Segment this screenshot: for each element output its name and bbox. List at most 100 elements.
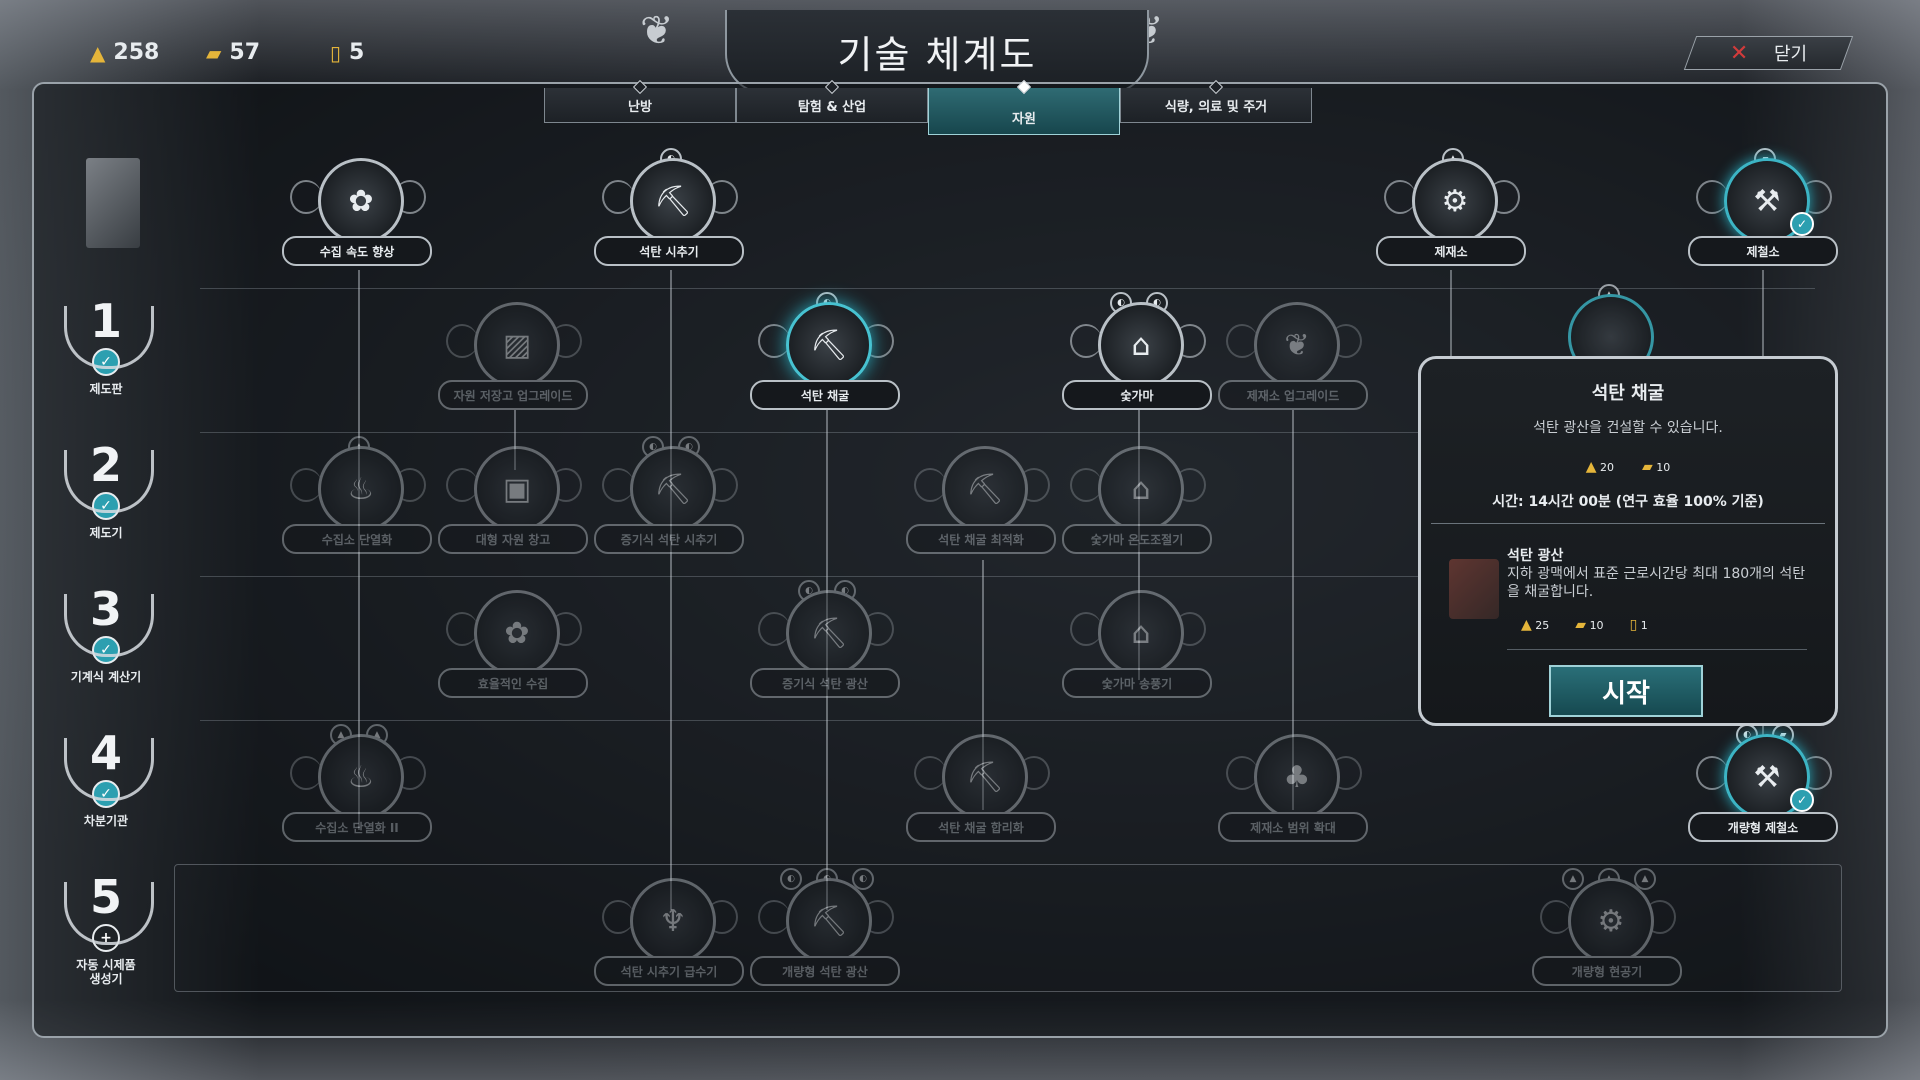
tech-node-sawmill[interactable]: ▲ ⚙ 제재소 — [1372, 148, 1532, 278]
wing-ornament-icon — [914, 468, 946, 502]
tier-label: 제도기 — [89, 526, 123, 540]
building-name: 석탄 광산 — [1507, 548, 1564, 564]
resource-steel-value: 5 — [349, 40, 365, 65]
tech-detail-popup: 석탄 채굴 석탄 광산을 건설할 수 있습니다. ▲ 20 ▰ 10 시간: 1… — [1418, 356, 1838, 726]
tab-food-medical-housing[interactable]: 식량, 의료 및 주거 — [1120, 79, 1312, 123]
close-button[interactable]: ✕ 닫기 — [1683, 36, 1854, 70]
pickaxe-icon: ⛏ — [942, 446, 1028, 532]
tech-node-improved-steelworks[interactable]: ◐ ▰ ⚒ ✓ 개량형 제철소 — [1684, 724, 1844, 854]
connector — [1292, 410, 1294, 810]
tech-node-coal-thumper[interactable]: ◐ ⛏ 석탄 시추기 — [590, 148, 750, 278]
tech-node-gathering-speed[interactable]: ✿ 수집 속도 향상 — [278, 158, 438, 278]
cost-value: 25 — [1535, 619, 1550, 632]
wing-ornament-icon — [706, 468, 738, 502]
tab-label: 식량, 의료 및 주거 — [1164, 99, 1268, 115]
tab-heating[interactable]: 난방 — [544, 79, 736, 123]
wing-ornament-icon — [290, 180, 322, 214]
tech-node-kiln-thermostat[interactable]: ⌂ 숯가마 온도조절기 — [1058, 446, 1218, 566]
row-divider — [200, 432, 1815, 433]
wreath-icon — [64, 594, 154, 657]
wing-ornament-icon — [394, 756, 426, 790]
tier-label: 기계식 계산기 — [70, 670, 142, 684]
wing-ornament-icon — [862, 900, 894, 934]
tier-label: 제도판 — [89, 382, 123, 396]
connector — [514, 410, 516, 470]
wreath-icon — [64, 882, 154, 945]
coal-mine-icon: ⛏ — [786, 302, 872, 388]
connector — [1138, 410, 1140, 680]
resource-material: ▰ 57 — [206, 40, 260, 65]
wing-ornament-icon — [706, 180, 738, 214]
steel-icon: ▯ — [1629, 617, 1638, 633]
tab-label: 자원 — [1012, 111, 1036, 127]
tech-node-storage-upgrade[interactable]: ▨ 자원 저장고 업그레이드 — [434, 302, 594, 422]
cost-value: 1 — [1640, 619, 1648, 632]
tech-node-sawmill-upgrade[interactable]: ❦ 제재소 업그레이드 — [1214, 302, 1374, 422]
wing-ornament-icon — [290, 468, 322, 502]
tech-node-kiln-blower[interactable]: ⌂ 숯가마 송풍기 — [1058, 590, 1218, 710]
wing-ornament-icon — [1070, 612, 1102, 646]
building-description: 지하 광맥에서 표준 근로시간당 최대 180개의 석탄을 채굴합니다. — [1507, 566, 1806, 600]
kiln-thermostat-icon: ⌂ — [1098, 446, 1184, 532]
requirement-icon: ◐ — [780, 868, 802, 890]
insulation-icon: ♨ — [318, 734, 404, 820]
tech-node-insulation[interactable]: ▲ ♨ 수집소 단열화 — [278, 436, 438, 566]
research-cost: ▲ 20 ▰ 10 — [1421, 459, 1835, 475]
coal-thumper-icon: ⛏ — [630, 158, 716, 244]
machine-icon: ⚙ — [1568, 878, 1654, 964]
tech-node-insulation-2[interactable]: ▲ ▲ ♨ 수집소 단열화 II — [278, 724, 438, 854]
cost-value: 10 — [1589, 619, 1604, 632]
tech-node-large-storage[interactable]: ▣ 대형 자원 창고 — [434, 446, 594, 566]
row-divider — [200, 576, 1815, 577]
tech-node-steelworks[interactable]: ▰ ⚒ ✓ 제철소 — [1684, 148, 1844, 278]
page-title: 기술 체계도 — [837, 32, 1037, 77]
tech-node-coal-mining-rationalization[interactable]: ⛏ 석탄 채굴 합리화 — [902, 734, 1062, 854]
ornament-left-icon: ❦ — [640, 8, 674, 54]
wing-ornament-icon — [290, 756, 322, 790]
tech-node-efficient-gathering[interactable]: ✿ 효율적인 수집 — [434, 590, 594, 710]
tech-node-improved-machine[interactable]: ▲ ▲ ▲ ⚙ 개량형 현공기 — [1528, 868, 1688, 998]
tech-node-thumper-water-pump[interactable]: ♆ 석탄 시추기 급수기 — [590, 878, 750, 998]
tech-node-label: 수집 속도 향상 — [282, 236, 432, 266]
tech-node-coal-mining-optimization[interactable]: ⛏ 석탄 채굴 최적화 — [902, 446, 1062, 566]
wing-ornament-icon — [550, 468, 582, 502]
wing-ornament-icon — [1174, 612, 1206, 646]
tech-node-charcoal-kiln[interactable]: ◐ ◐ ⌂ 숯가마 — [1058, 292, 1218, 422]
check-icon: ✓ — [1790, 788, 1814, 812]
tab-label: 난방 — [628, 99, 652, 115]
tech-node-sawmill-range[interactable]: ♣ 제재소 범위 확대 — [1214, 734, 1374, 854]
tech-node-label: 증기식 석탄 광산 — [750, 668, 900, 698]
coal-mine-icon: ⛏ — [786, 878, 872, 964]
wing-ornament-icon — [1174, 324, 1206, 358]
tab-resources[interactable]: 자원 — [928, 79, 1120, 135]
resource-heat-value: 258 — [113, 40, 160, 65]
wing-ornament-icon — [1174, 468, 1206, 502]
tech-node-improved-coal-mine[interactable]: ◐ ◐ ◐ ⛏ 개량형 석탄 광산 — [746, 868, 906, 998]
wing-ornament-icon — [758, 900, 790, 934]
tech-node-label: 증기식 석탄 시추기 — [594, 524, 744, 554]
tech-node-label: 개량형 현공기 — [1532, 956, 1682, 986]
tier-1: 1 ✓ 제도판 — [56, 298, 156, 396]
coal-mine-building-icon — [1449, 559, 1499, 619]
tech-node-label: 수집소 단열화 — [282, 524, 432, 554]
steam-thumper-icon: ⛏ — [630, 446, 716, 532]
insulation-icon: ♨ — [318, 446, 404, 532]
wing-ornament-icon — [1070, 324, 1102, 358]
tab-label: 탐험 & 산업 — [797, 99, 867, 115]
material-icon: ▰ — [206, 40, 222, 65]
tier-3: 3 ✓ 기계식 계산기 — [56, 586, 156, 684]
wing-ornament-icon — [1018, 468, 1050, 502]
tab-exploration-industry[interactable]: 탐험 & 산업 — [736, 79, 928, 123]
tech-node-steam-coal-thumper[interactable]: ◐ ◐ ⛏ 증기식 석탄 시추기 — [590, 436, 750, 566]
pickaxe-icon: ⛏ — [942, 734, 1028, 820]
heat-icon: ▲ — [1585, 459, 1597, 475]
wing-ornament-icon — [1644, 900, 1676, 934]
wing-ornament-icon — [446, 612, 478, 646]
wing-ornament-icon — [446, 468, 478, 502]
tech-node-label: 숯가마 온도조절기 — [1062, 524, 1212, 554]
tech-node-label: 제철소 — [1688, 236, 1838, 266]
tech-node-coal-mining[interactable]: ◐ ⛏ 석탄 채굴 — [746, 292, 906, 422]
tech-node-steam-coal-mine[interactable]: ◐ ◐ ⛏ 증기식 석탄 광산 — [746, 580, 906, 710]
tech-node-label: 석탄 채굴 — [750, 380, 900, 410]
start-research-button[interactable]: 시작 — [1549, 665, 1703, 717]
